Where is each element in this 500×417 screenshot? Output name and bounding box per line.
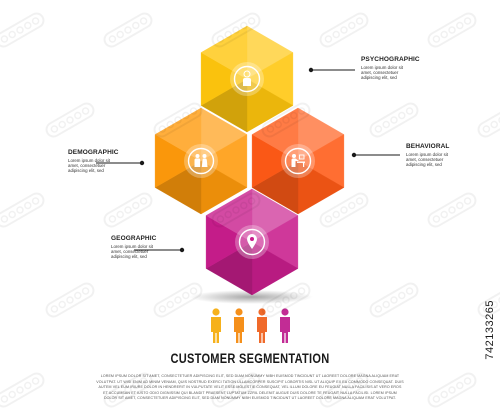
person-icon — [234, 308, 244, 343]
label-psychographic: PSYCHOGRAPHIC Lorem ipsum dolor sit amet… — [361, 56, 435, 81]
hexagon-facet — [200, 25, 248, 80]
icon-ring — [238, 228, 266, 256]
label-demographic: DEMOGRAPHIC Lorem ipsum dolor sit amet, … — [68, 149, 142, 174]
person-at-desk-icon — [291, 154, 305, 167]
stock-id: 742133265 — [484, 300, 496, 360]
label-description: Lorem ipsum dolor sit amet, consectetuer… — [361, 65, 403, 81]
hexagon-facet — [251, 107, 299, 162]
label-description: Lorem ipsum dolor sit amet, consectetuer… — [406, 152, 448, 168]
label-description: Lorem ipsum dolor sit amet, consectetuer… — [111, 244, 153, 260]
hexagon-psychographic — [200, 25, 294, 133]
label-title: BEHAVIORAL — [406, 143, 450, 150]
diagram-shadow — [189, 290, 313, 304]
leader-demographic — [96, 160, 145, 166]
hexagon-facet — [205, 188, 253, 243]
couple-icon — [194, 154, 208, 167]
hexagon-behavioral — [251, 107, 345, 215]
hexagon-demographic — [154, 107, 248, 215]
label-title: GEOGRAPHIC — [111, 235, 157, 242]
leader-dot — [139, 160, 145, 166]
label-title: PSYCHOGRAPHIC — [361, 56, 420, 63]
leader-behavioral — [351, 152, 400, 158]
hexagon-geographic — [205, 188, 299, 296]
label-description: Lorem ipsum dolor sit amet, consectetuer… — [68, 158, 110, 174]
footer-text: LOREM IPSUM DOLOR SIT AMET, CONSECTETUER… — [96, 374, 404, 401]
hexagon-facet — [154, 107, 202, 162]
person-icon — [211, 308, 221, 343]
leader-dot — [308, 67, 314, 73]
leader-dot — [179, 247, 185, 253]
icon-ring — [233, 65, 261, 93]
label-geographic: GEOGRAPHIC Lorem ipsum dolor sit amet, c… — [111, 235, 185, 260]
page-title: CUSTOMER SEGMENTATION — [170, 351, 330, 366]
icon-ring — [187, 147, 215, 175]
leader-geographic — [134, 247, 185, 253]
person-icon — [280, 308, 290, 343]
leader-psychographic — [308, 67, 355, 73]
person-brain-icon — [243, 70, 251, 86]
leader-dot — [351, 152, 357, 158]
person-icon — [257, 308, 267, 343]
label-behavioral: BEHAVIORAL Lorem ipsum dolor sit amet, c… — [406, 143, 480, 168]
icon-ring — [284, 147, 312, 175]
location-pin-icon — [247, 234, 257, 249]
label-title: DEMOGRAPHIC — [68, 149, 119, 156]
